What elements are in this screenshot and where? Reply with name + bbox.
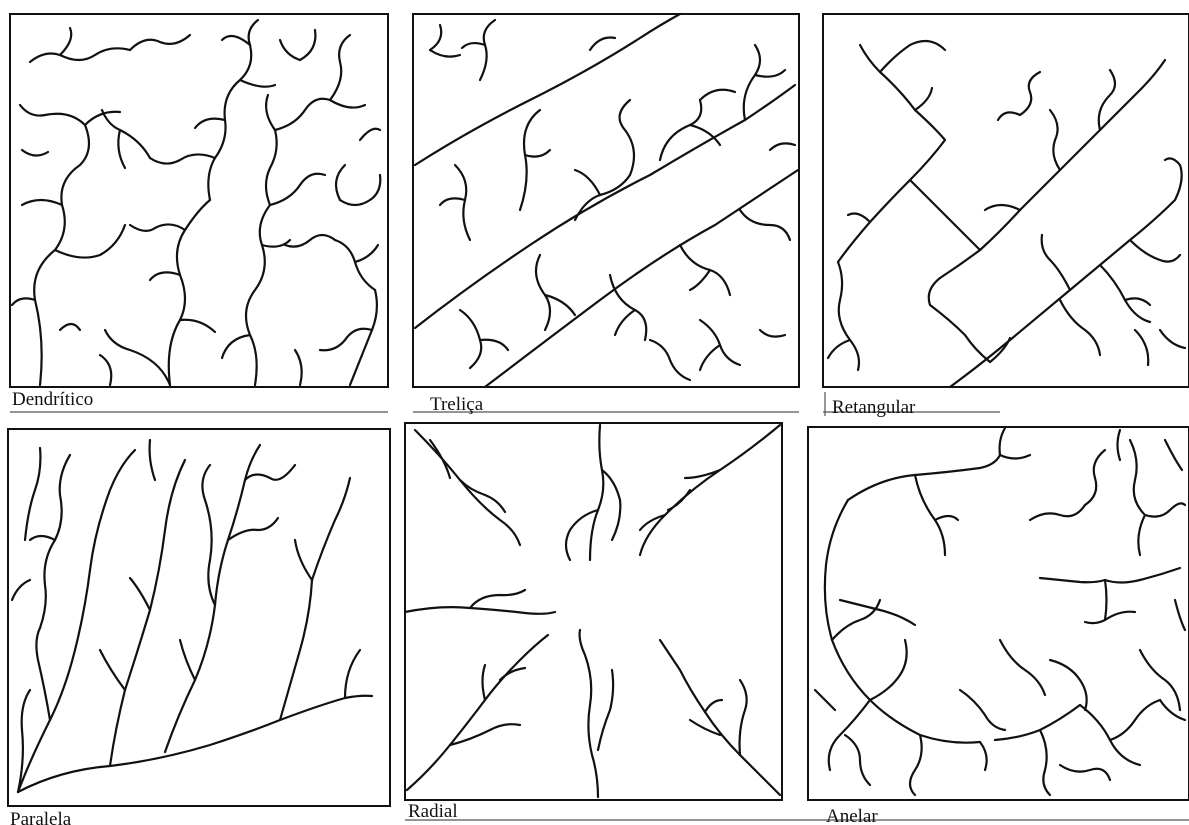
panel-frame [808,427,1189,800]
annular-network [815,428,1185,795]
parallel-network [12,440,372,792]
rectangular-network [828,41,1185,387]
panel-label: Paralela [10,809,72,825]
panel-label: Anelar [826,806,878,825]
panel-label: Dendrítico [12,389,93,410]
panel-label: Radial [408,801,458,822]
panel-dendritico: Dendrítico [10,14,388,412]
panel-label: Retangular [832,397,916,418]
panel-anelar: Anelar [808,427,1189,825]
panel-radial: Radial [405,423,1189,822]
panel-paralela: Paralela [8,429,390,825]
radial-network [405,425,780,797]
panel-frame [405,423,782,800]
panel-frame [8,429,390,806]
panel-label: Treliça [430,394,484,415]
panel-trelica: Treliça [413,14,799,415]
panel-retangular: Retangular [823,14,1189,418]
panel-frame [10,14,388,387]
trellis-network [415,14,798,387]
panel-frame [413,14,799,387]
dendritic-network [12,20,380,385]
